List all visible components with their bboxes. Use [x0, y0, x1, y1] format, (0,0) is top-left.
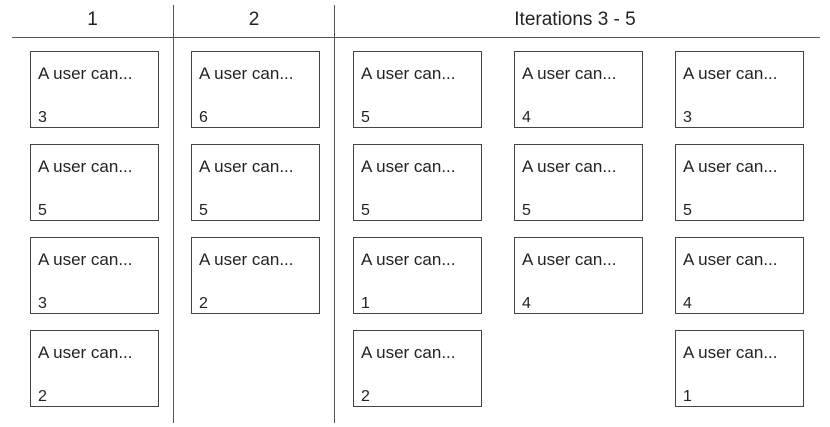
- story-card-points: 4: [522, 295, 531, 312]
- story-card-points: 4: [683, 295, 692, 312]
- story-card-points: 5: [199, 202, 208, 219]
- column-title-iteration-1: 1: [87, 9, 98, 30]
- story-card-title: A user can...: [38, 157, 133, 176]
- story-card-points: 3: [683, 109, 692, 126]
- story-card-points: 4: [522, 109, 531, 126]
- story-card[interactable]: A user can... 5: [30, 144, 159, 221]
- column-divider: [173, 5, 174, 423]
- story-card-title: A user can...: [683, 343, 778, 362]
- story-card[interactable]: A user can... 5: [514, 144, 643, 221]
- story-card[interactable]: A user can... 3: [675, 51, 804, 128]
- story-card-points: 3: [38, 109, 47, 126]
- story-card-points: 6: [199, 109, 208, 126]
- story-card[interactable]: A user can... 5: [191, 144, 320, 221]
- column-title-iteration-2: 2: [248, 9, 260, 30]
- story-card[interactable]: A user can... 4: [514, 51, 643, 128]
- story-card-title: A user can...: [683, 157, 778, 176]
- story-card-points: 1: [683, 388, 692, 405]
- story-card-points: 5: [361, 109, 370, 126]
- story-card[interactable]: A user can... 2: [353, 330, 482, 407]
- story-card-title: A user can...: [199, 157, 294, 176]
- story-card-title: A user can...: [522, 64, 617, 83]
- story-card-title: A user can...: [683, 64, 778, 83]
- column-title-iterations-3-5: Iterations 3 - 5: [514, 9, 636, 30]
- story-card[interactable]: A user can... 3: [30, 237, 159, 314]
- story-card[interactable]: A user can... 3: [30, 51, 159, 128]
- story-card[interactable]: A user can... 1: [675, 330, 804, 407]
- story-card-title: A user can...: [361, 64, 456, 83]
- story-card[interactable]: A user can... 2: [30, 330, 159, 407]
- story-card-title: A user can...: [38, 250, 133, 269]
- story-card-title: A user can...: [38, 64, 133, 83]
- story-card-points: 2: [38, 388, 47, 405]
- story-card[interactable]: A user can... 4: [675, 237, 804, 314]
- story-card-points: 5: [361, 202, 370, 219]
- story-card-title: A user can...: [522, 157, 617, 176]
- story-card-points: 2: [199, 295, 208, 312]
- story-card-title: A user can...: [361, 157, 456, 176]
- story-card-points: 3: [38, 295, 47, 312]
- story-card-points: 2: [361, 388, 370, 405]
- story-card-title: A user can...: [199, 64, 294, 83]
- story-card-points: 1: [361, 295, 370, 312]
- story-card-title: A user can...: [361, 250, 456, 269]
- story-card[interactable]: A user can... 4: [514, 237, 643, 314]
- story-card[interactable]: A user can... 6: [191, 51, 320, 128]
- story-card-title: A user can...: [522, 250, 617, 269]
- story-card[interactable]: A user can... 1: [353, 237, 482, 314]
- story-card-title: A user can...: [683, 250, 778, 269]
- story-card[interactable]: A user can... 5: [675, 144, 804, 221]
- header-divider: [12, 37, 820, 38]
- story-card-points: 5: [522, 202, 531, 219]
- story-card-points: 5: [683, 202, 692, 219]
- column-divider: [334, 5, 335, 423]
- story-card[interactable]: A user can... 5: [353, 144, 482, 221]
- story-card-points: 5: [38, 202, 47, 219]
- story-card-title: A user can...: [361, 343, 456, 362]
- story-card[interactable]: A user can... 5: [353, 51, 482, 128]
- story-card-title: A user can...: [199, 250, 294, 269]
- story-card[interactable]: A user can... 2: [191, 237, 320, 314]
- story-card-title: A user can...: [38, 343, 133, 362]
